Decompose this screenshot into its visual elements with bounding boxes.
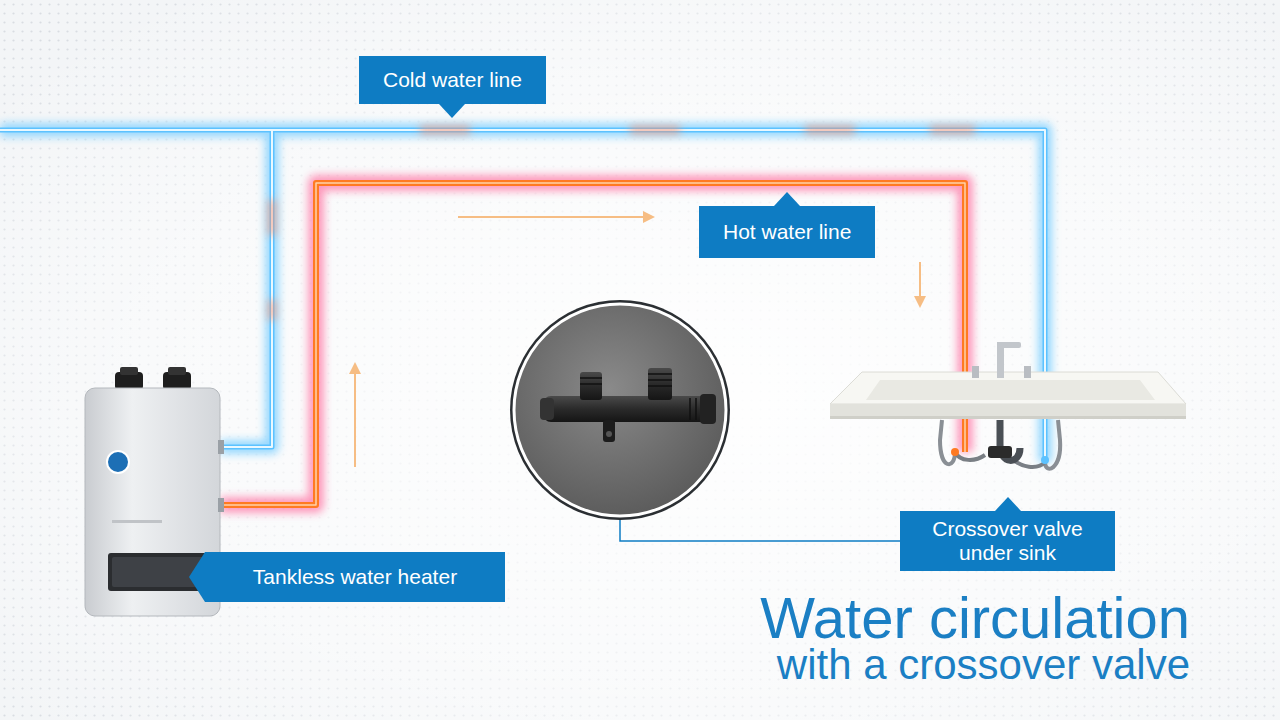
callout-box: Tankless water heater [205,552,505,602]
callout-pointer [774,192,800,206]
callout-box: Hot water line [699,206,875,258]
illustration-rect [830,416,1186,419]
illustration-rect [648,368,672,400]
illustration-polygon [914,296,926,308]
illustration-path [420,127,470,134]
illustration-line [458,216,645,218]
illustration-rect [603,420,615,442]
illustration-polygon [866,380,1155,400]
illustration-circle [510,300,730,520]
illustration-path [930,127,975,134]
illustration-line [648,379,672,381]
callout-box: Cold water line [359,56,546,104]
illustration-g [580,374,696,420]
subtitle-label: with a crossover valve [777,642,1190,688]
illustration-rect [218,498,224,512]
illustration-rect [168,367,186,375]
illustration-line [354,372,356,467]
illustration-path [940,420,955,464]
callout-text: Tankless water heater [225,565,485,589]
illustration-circle [1041,456,1049,464]
illustration-path [269,200,276,235]
diagram-title: Water circulation [760,586,1190,650]
valve-closeup [510,300,730,520]
illustration-rect [1024,366,1031,378]
illustration-line [580,383,602,385]
illustration-line [695,398,697,420]
illustration-rect [997,342,1021,348]
callout-text: Crossover valve under sink [910,517,1105,565]
illustration-rect [830,404,1186,418]
illustration-line [648,373,672,375]
illustration-rect [540,398,554,420]
illustration-polygon [830,372,1186,404]
illustration-rect [120,367,138,375]
illustration-path [630,127,680,134]
callout-pointer [995,497,1021,511]
callout-pointer [439,104,465,118]
callout-text: Hot water line [723,220,851,244]
callout-box: Crossover valve under sink [900,511,1115,571]
illustration-line [689,398,691,420]
illustration-rect [543,396,713,422]
illustration-rect [112,520,162,523]
illustration-rect [972,366,979,378]
illustration-line [919,262,921,298]
illustration-rect [85,388,220,616]
illustration-polygon [349,362,361,374]
illustration-polygon [643,211,655,223]
tankless-heater-illustration [85,367,224,616]
illustration-rect [218,440,224,454]
callout-pointer [189,552,205,602]
illustration-line [580,377,602,379]
illustration-rect [988,446,1012,458]
illustration-rect [700,394,716,424]
leader-line [620,520,900,541]
illustration-g [272,130,975,320]
illustration-circle [107,451,129,473]
callout-text: Cold water line [383,68,522,92]
illustration-line [648,385,672,387]
illustration-circle [514,304,726,516]
illustration-circle [606,431,612,437]
sink-illustration [830,342,1186,469]
illustration-circle [951,448,959,456]
illustration-path [269,300,276,320]
illustration-rect [580,372,602,400]
illustration-path [805,127,855,134]
